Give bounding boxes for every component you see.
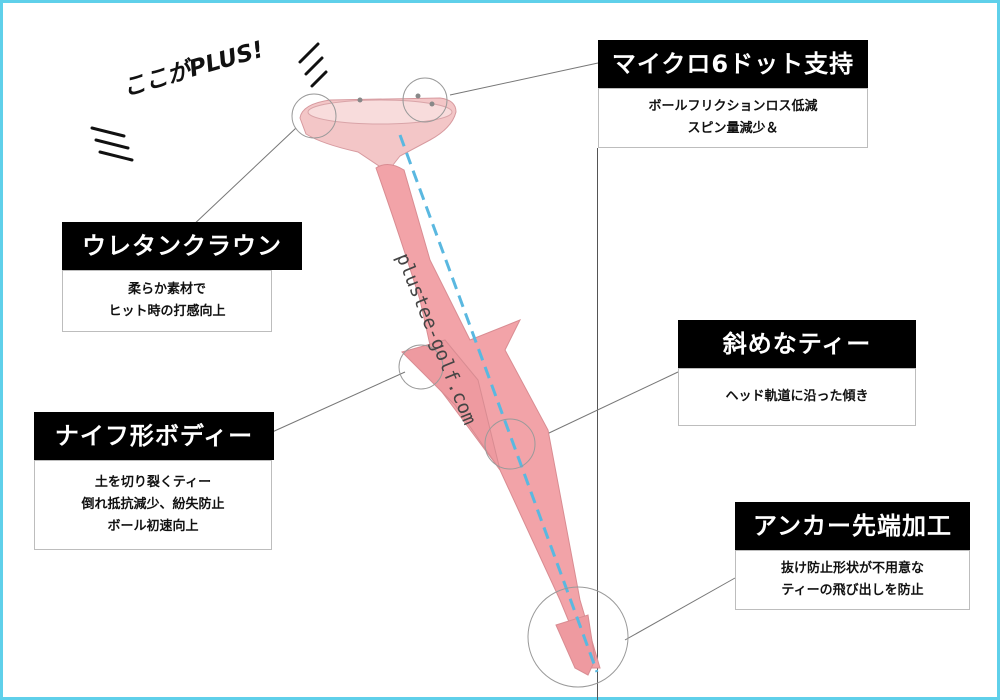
callout-line: 土を切り裂くティー [94,475,212,490]
callout-desc-diagonal: ヘッド軌道に沿った傾き [678,368,916,426]
callout-line: ボールフリクションロス低減 [648,99,818,114]
callout-desc-anchor: 抜け防止形状が不用意な ティーの飛び出しを防止 [735,550,970,610]
callout-connectors [189,62,736,641]
callout-line: ボール初速向上 [107,519,199,534]
callout-title-micro-dot: マイクロ6ドット支持 [598,40,868,88]
callout-line: ヒット時の打感向上 [108,304,226,319]
callout-line: 抜け防止形状が不用意な [780,561,924,576]
callout-line: 柔らか素材で [127,282,206,297]
highlight-circles [291,77,629,688]
callout-title-urethane: ウレタンクラウン [62,222,302,270]
callout-line: スピン量減少＆ [687,121,779,136]
callout-title-knife-body: ナイフ形ボディー [34,412,274,460]
golf-tee [299,93,601,676]
callout-desc-urethane: 柔らか素材で ヒット時の打感向上 [62,270,272,332]
callout-title-diagonal: 斜めなティー [678,320,916,368]
emphasis-marks [90,42,328,162]
vertical-divider [597,148,598,700]
callout-line: 倒れ抵抗減少、紛失防止 [81,497,225,512]
callout-line: ティーの飛び出しを防止 [781,583,924,598]
callout-line: ヘッド軌道に沿った傾き [725,389,869,404]
callout-title-anchor: アンカー先端加工 [735,502,970,550]
callout-desc-knife-body: 土を切り裂くティー 倒れ抵抗減少、紛失防止 ボール初速向上 [34,460,272,550]
callout-desc-micro-dot: ボールフリクションロス低減 スピン量減少＆ [598,88,868,148]
